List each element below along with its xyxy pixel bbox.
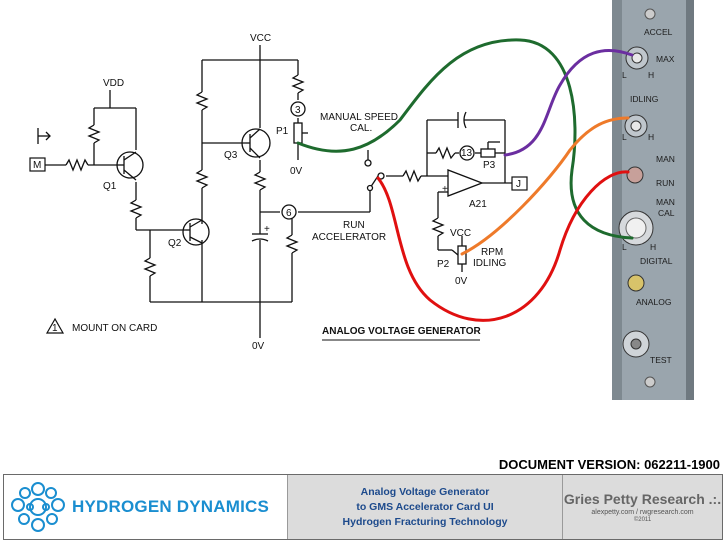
panel-test-label: TEST (650, 355, 672, 365)
logo-cell: HYDROGEN DYNAMICS (4, 475, 288, 539)
credit-websites: alexpetty.com / rwgresearch.com (591, 509, 694, 516)
panel-cal-label: CAL (658, 208, 675, 218)
panel-l2-label: L (622, 132, 627, 142)
q1-label: Q1 (103, 181, 117, 192)
manual-speed-label: MANUAL SPEED (320, 112, 398, 123)
panel-man-label: MAN (656, 154, 675, 164)
document-version: DOCUMENT VERSION: 062211-1900 (498, 457, 720, 472)
node-6-marker (281, 204, 297, 220)
title-line-3: Hydrogen Fracturing Technology (342, 515, 508, 528)
panel-h2-label: H (648, 132, 654, 142)
q3-symbol (241, 128, 271, 158)
p3-label: P3 (483, 160, 496, 171)
opamp-plus-label: + (442, 184, 448, 195)
credit-name: Gries Petty Research .:. (563, 491, 722, 507)
p1-0v-label: 0V (290, 166, 303, 177)
manual-speed-cal-label: CAL. (350, 123, 372, 134)
node-13-marker (459, 145, 475, 161)
run-label: RUN (343, 220, 365, 231)
q2-label: Q2 (168, 238, 182, 249)
p2-0v-label: 0V (455, 276, 468, 287)
analog-indicator (627, 274, 645, 292)
purple-wire (503, 48, 634, 157)
analog-generator-caption: ANALOG VOLTAGE GENERATOR (322, 326, 481, 337)
orange-wire (460, 116, 630, 256)
rpm-idling-label: IDLING (473, 258, 507, 269)
red-wire (376, 170, 630, 322)
panel-l1-label: L (622, 70, 627, 80)
control-panel: ACCEL MAX L H IDLING L H MAN RUN MAN CAL… (612, 0, 694, 400)
rpm-label: RPM (481, 247, 503, 258)
panel-idling-label: IDLING (630, 94, 658, 104)
panel-screw-top (644, 8, 656, 20)
circuit-wiring (37, 45, 512, 338)
switch-common (366, 184, 374, 192)
panel-max-label: MAX (656, 54, 675, 64)
switch-contact-top (364, 159, 372, 167)
node-3-marker (290, 101, 306, 117)
panel-analog-label: ANALOG (636, 297, 671, 307)
company-name: HYDROGEN DYNAMICS (72, 497, 270, 516)
transistors (116, 128, 271, 246)
overlay-wires (296, 38, 634, 322)
bottom-0v-label: 0V (252, 341, 265, 352)
mount-note-label: MOUNT ON CARD (72, 323, 157, 334)
document-title-cell: Analog Voltage Generator to GMS Accelera… (288, 475, 563, 539)
q3-label: Q3 (224, 150, 238, 161)
credit-year: ©2011 (633, 517, 652, 523)
title-line-2: to GMS Accelerator Card UI (356, 500, 494, 513)
panel-man2-label: MAN (656, 197, 675, 207)
panel-l3-label: L (622, 242, 627, 252)
input-m-label: M (33, 160, 41, 171)
man-run-toggle (626, 166, 644, 184)
node-6-label: 6 (286, 208, 292, 219)
node-13-label: 13 (461, 148, 473, 159)
green-wire (296, 38, 634, 240)
input-m-box (29, 157, 46, 172)
accelerator-label: ACCELERATOR (312, 232, 386, 243)
credit-cell: Gries Petty Research .:. alexpetty.com /… (563, 475, 722, 539)
a21-label: A21 (469, 199, 487, 210)
mount-note-triangle (45, 317, 65, 334)
output-j-label: J (516, 179, 521, 190)
company-logo-icon (11, 482, 65, 532)
panel-h1-label: H (648, 70, 654, 80)
p1-label: P1 (276, 126, 289, 137)
q1-symbol (116, 151, 144, 179)
output-j-box (511, 176, 528, 191)
panel-digital-label: DIGITAL (640, 256, 673, 266)
panel-screw-bottom (644, 376, 656, 388)
panel-h3-label: H (650, 242, 656, 252)
cap-plus-label: + (264, 224, 270, 235)
schematic-diagram: VCC VDD M Q1 Q2 Q3 3 6 13 P1 0V MANUAL S… (29, 0, 694, 400)
title-line-1: Analog Voltage Generator (360, 485, 490, 498)
panel-accel-label: ACCEL (644, 27, 673, 37)
q2-symbol (182, 218, 210, 246)
vdd-label: VDD (103, 78, 124, 89)
vcc-top-label: VCC (250, 33, 271, 44)
mount-note-number: 1 (52, 323, 58, 334)
node-3-label: 3 (295, 105, 301, 116)
p2-label: P2 (437, 259, 450, 270)
footer-banner: HYDROGEN DYNAMICS Analog Voltage Generat… (3, 474, 723, 540)
panel-run-label: RUN (656, 178, 674, 188)
vcc-p2-label: VCC (450, 228, 471, 239)
